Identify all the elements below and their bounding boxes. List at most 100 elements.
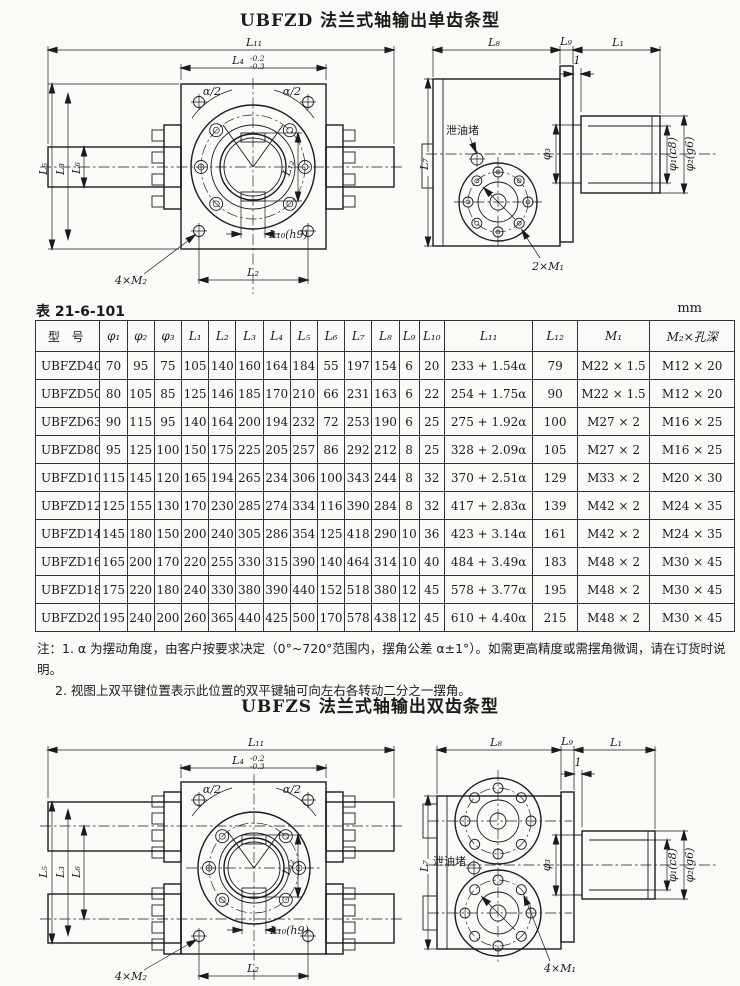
dim-l5: L₅ [37, 866, 50, 879]
column-header: L₅ [289, 320, 318, 352]
table-cell: 440 [235, 603, 264, 632]
table-cell: M33 × 2 [576, 463, 651, 492]
dim-l2: L₂ [246, 266, 259, 279]
table-cell: 183 [532, 547, 578, 576]
column-header: L₆ [316, 320, 346, 352]
table-cell: 484 + 3.49α [443, 547, 534, 576]
table-cell: 86 [316, 435, 346, 464]
mounting-flange-plate [560, 791, 575, 943]
table-cell: M22 × 1.5 [576, 379, 651, 408]
table-cell: 285 [235, 491, 264, 520]
dim-alpha-right: α/2 [283, 783, 301, 796]
oil-drain-plug [466, 860, 482, 876]
table-cell: 25 [418, 435, 445, 464]
table-cell: 284 [371, 491, 400, 520]
table-cell: M12 × 20 [649, 379, 735, 408]
dim-l6: L₆ [70, 162, 83, 175]
dim-phi3: φ₃ [540, 148, 553, 160]
table-cell: 105 [126, 379, 155, 408]
table-cell: 105 [181, 351, 210, 380]
table-cell: 36 [418, 519, 445, 548]
table-cell: 80 [99, 379, 128, 408]
table-cell: 257 [289, 435, 318, 464]
table-cell: 425 [262, 603, 291, 632]
dim-l11: L₁₁ [245, 36, 262, 49]
column-header: L₃ [235, 320, 264, 352]
table-cell: M16 × 25 [649, 435, 735, 464]
table-cell: 20 [418, 351, 445, 380]
dim-l4-tol-lower: -0.3 [250, 762, 265, 771]
table-cell: M12 × 20 [649, 351, 735, 380]
dim-4xm2: 4×M₂ [114, 970, 147, 983]
dim-l3: L₃ [54, 163, 67, 176]
table-cell: UBFZD180 [34, 575, 101, 604]
table-row: UBFZD18017522018024033038039044015251838… [34, 575, 735, 604]
table-cell: 12 [398, 575, 420, 604]
table-cell: M24 × 35 [649, 491, 735, 520]
table-caption-row: 表 21-6-101 mm [36, 301, 702, 320]
table-cell: 72 [316, 407, 346, 436]
table-cell: 150 [181, 435, 210, 464]
table-cell: 115 [99, 463, 128, 492]
table-cell: 265 [235, 463, 264, 492]
table-cell: 200 [235, 407, 264, 436]
table-cell: UBFZD63 [34, 407, 101, 436]
column-header: φ₁ [99, 320, 128, 352]
table-cell: M42 × 2 [576, 491, 651, 520]
table-cell: 66 [316, 379, 346, 408]
table-cell: 230 [208, 491, 237, 520]
table-cell: 354 [289, 519, 318, 548]
dim-l4-tol-upper: -0.2 [250, 54, 265, 63]
table-cell: 170 [262, 379, 291, 408]
dim-l1: L₁ [611, 36, 624, 49]
dim-alpha-left: α/2 [203, 783, 221, 796]
table-cell: 170 [316, 603, 346, 632]
table-cell: 125 [99, 491, 128, 520]
table-cell: 234 [262, 463, 291, 492]
table-cell: 254 + 1.75α [443, 379, 534, 408]
table-cell: M16 × 25 [649, 407, 735, 436]
table-cell: 330 [235, 547, 264, 576]
table-cell: 175 [208, 435, 237, 464]
output-shaft [573, 115, 661, 194]
table-cell: 145 [126, 463, 155, 492]
dim-phi2g6: φ₂(g6) [683, 848, 696, 883]
table-cell: 6 [398, 351, 420, 380]
table-cell: 578 [344, 603, 373, 632]
table-cell: 115 [126, 407, 155, 436]
key-slot-bottom [240, 191, 266, 202]
table-cell: 390 [344, 491, 373, 520]
ubfzs-front-view: L₁₁ L₄ -0.2 -0.3 α/2 α/2 L₅ L₃ L₆ L₁₂ L₁… [37, 736, 402, 983]
table-cell: 95 [99, 435, 128, 464]
table-cell: UBFZD100 [34, 463, 101, 492]
dim-l4-tol-lower: -0.3 [250, 62, 265, 71]
note-1: 注：1. α 为摆动角度，由客户按要求决定（0°~720°范围内，摆角公差 α±… [37, 641, 726, 677]
column-header: L₁₂ [532, 320, 578, 352]
table-cell: 10 [398, 519, 420, 548]
table-cell: 253 [344, 407, 373, 436]
table-cell: 145 [99, 519, 128, 548]
table-cell: 195 [532, 575, 578, 604]
dim-4xm2: 4×M₂ [114, 274, 147, 287]
table-cell: 125 [316, 519, 346, 548]
column-header: φ₂ [126, 320, 155, 352]
oil-drain-plug-label: 泄油堵 [433, 854, 466, 868]
table-cell: 116 [316, 491, 346, 520]
table-cell: 185 [235, 379, 264, 408]
table-cell: 95 [126, 351, 155, 380]
table-cell: 146 [208, 379, 237, 408]
table-cell: 90 [99, 407, 128, 436]
table-cell: 417 + 2.83α [443, 491, 534, 520]
table-cell: 40 [418, 547, 445, 576]
dim-one: 1 [574, 54, 581, 67]
column-header: 型 号 [34, 320, 101, 352]
dim-phi3: φ₃ [540, 859, 553, 871]
table-cell: 290 [371, 519, 400, 548]
dim-phi2g6: φ₂(g6) [683, 137, 696, 172]
dim-l7: L₇ [420, 158, 431, 171]
centerlines [40, 774, 402, 982]
